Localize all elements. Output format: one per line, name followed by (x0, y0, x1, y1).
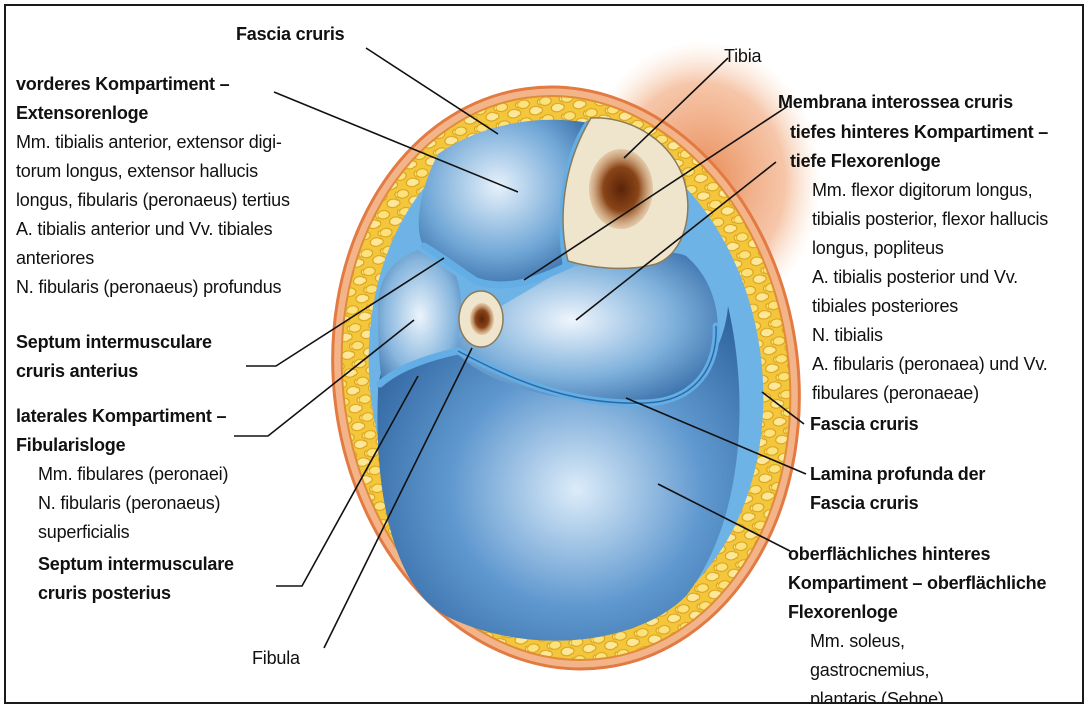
tiefes-line-5: tibiales posteriores (790, 292, 1048, 321)
tiefes-line-2: tibialis posterior, flexor hallucis (790, 205, 1048, 234)
vorderes-title-2: Extensorenloge (16, 99, 290, 128)
vorderes-line-5: anteriores (16, 244, 290, 273)
tiefes-line-4: A. tibialis posterior und Vv. (790, 263, 1048, 292)
oberflaechliches-line-3: plantaris (Sehne) (788, 685, 1046, 704)
label-septum-anterius: Septum intermuscular­e cruris anterius (16, 328, 212, 386)
oberflaechliches-line-1: Mm. soleus, (788, 627, 1046, 656)
laterales-title-2: Fibularisloge (16, 431, 228, 460)
tiefes-line-7: A. fibularis (peronaea) und Vv. (790, 350, 1048, 379)
laterales-line-2: N. fibularis (peronaeus) (16, 489, 228, 518)
membrana-text: Membrana interossea cruris (778, 88, 1013, 117)
vorderes-line-6: N. fibularis (peronaeus) profundus (16, 273, 290, 302)
label-lamina-profunda: Lamina profunda der Fascia cruris (810, 460, 985, 518)
septum-anterius-2: cruris anterius (16, 357, 212, 386)
septum-posterius-2: cruris posterius (38, 579, 234, 608)
vorderes-line-1: Mm. tibialis anterior, extensor digi- (16, 128, 290, 157)
label-fascia-cruris-right: Fascia cruris (810, 410, 918, 439)
fibula-text: Fibula (252, 644, 300, 673)
fascia-cruris-top-text: Fascia cruris (236, 20, 344, 49)
fibula-marrow (470, 303, 494, 335)
label-fascia-cruris-top: Fascia cruris (236, 20, 344, 49)
septum-posterius-1: Septum intermusculare (38, 550, 234, 579)
tiefes-line-1: Mm. flexor digitorum longus, (790, 176, 1048, 205)
vorderes-line-2: torum longus, extensor hallucis (16, 157, 290, 186)
tibia-text: Tibia (724, 42, 761, 71)
septum-anterius-1: Septum intermuscular­e (16, 328, 212, 357)
label-tibia: Tibia (724, 42, 761, 71)
label-septum-posterius: Septum intermusculare cruris posterius (38, 550, 234, 608)
vorderes-line-4: A. tibialis anterior und Vv. tibiales (16, 215, 290, 244)
lamina-2: Fascia cruris (810, 489, 985, 518)
laterales-line-3: superficialis (16, 518, 228, 547)
laterales-line-1: Mm. fibulares (peronaei) (16, 460, 228, 489)
oberflaechliches-line-2: gastrocnemius, (788, 656, 1046, 685)
laterales-title-1: laterales Kompartiment – (16, 402, 228, 431)
tiefes-line-8: fibulares (peronaeae) (790, 379, 1048, 408)
oberflaechliches-title-1: oberflächliches hinteres (788, 540, 1046, 569)
tiefes-title-2: tiefe Flexorenloge (790, 147, 1048, 176)
tiefes-line-6: N. tibialis (790, 321, 1048, 350)
oberflaechliches-title-3: Flexorenloge (788, 598, 1046, 627)
label-membrana-interossea: Membrana interossea cruris (778, 88, 1013, 117)
label-tiefes-kompartiment: tiefes hinteres Kompartiment – tiefe Fle… (790, 118, 1048, 408)
lamina-1: Lamina profunda der (810, 460, 985, 489)
figure-frame: Fascia cruris Tibia vorderes Kompartimen… (4, 4, 1084, 704)
label-laterales-kompartiment: laterales Kompartiment – Fibularisloge M… (16, 402, 228, 547)
tiefes-line-3: longus, popliteus (790, 234, 1048, 263)
tiefes-title-1: tiefes hinteres Kompartiment – (790, 118, 1048, 147)
fascia-cruris-right-text: Fascia cruris (810, 410, 918, 439)
vorderes-line-3: longus, fibularis (peronaeus) tertius (16, 186, 290, 215)
label-vorderes-kompartiment: vorderes Kompartiment – Extensorenloge M… (16, 70, 290, 302)
leader-fascia-top (366, 48, 498, 134)
vorderes-title-1: vorderes Kompartiment – (16, 70, 290, 99)
oberflaechliches-title-2: Kompartiment – oberflächliche (788, 569, 1046, 598)
label-oberflaechliches-kompartiment: oberflächliches hinteres Kompartiment – … (788, 540, 1046, 704)
label-fibula: Fibula (252, 644, 300, 673)
